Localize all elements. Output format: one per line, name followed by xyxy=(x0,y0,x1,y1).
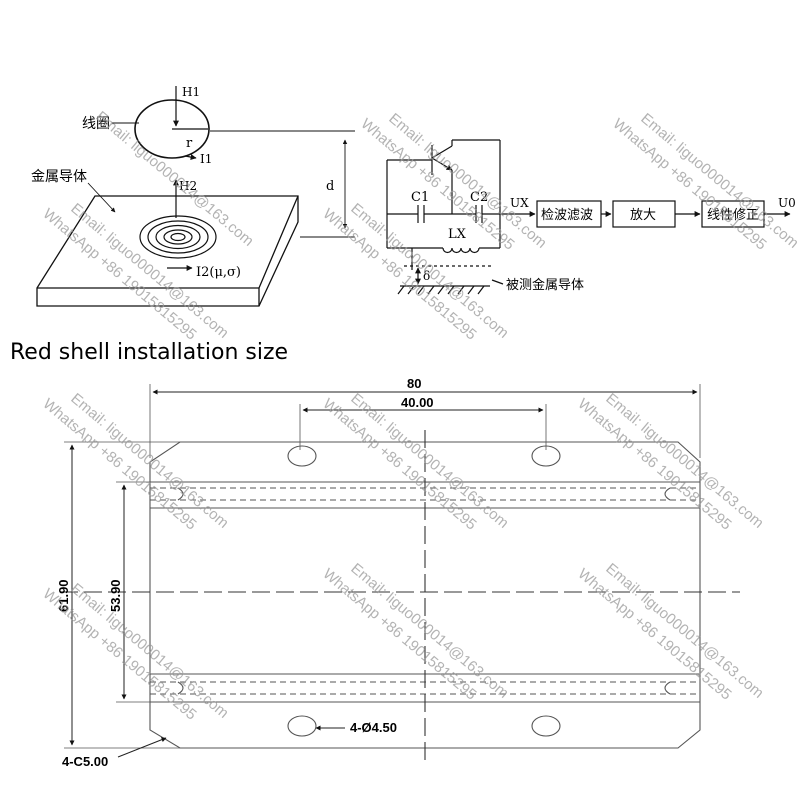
mounting-hole xyxy=(287,445,317,467)
target-conductor-label: 被测金属导体 xyxy=(506,277,584,293)
gap-delta-label: δ xyxy=(423,269,430,283)
watermark-email: Email: liguo000014@163.com xyxy=(385,110,549,252)
circuit-labels: C1 C2 LX UX δ 被测金属导体 检波滤波 放大 线性修正 U0 xyxy=(411,190,796,293)
output-u0-label: U0 xyxy=(778,196,796,210)
watermark-whatsapp: WhatsApp +86 19015815295 xyxy=(39,395,199,533)
shell-outline xyxy=(149,441,701,749)
dim-holes: 4-Ø4.50 xyxy=(350,720,397,735)
watermark-whatsapp: WhatsApp +86 19015815295 xyxy=(574,565,734,703)
conductor-label: 金属导体 xyxy=(31,169,87,185)
inductor-lx-label: LX xyxy=(448,227,467,242)
radius-label: r xyxy=(186,136,193,151)
watermark-email: Email: liguo000014@163.com xyxy=(602,560,766,702)
block-label-amplifier: 放大 xyxy=(630,208,656,223)
block-label-detection-filter: 检波滤波 xyxy=(541,208,593,223)
watermark-email: Email: liguo000014@163.com xyxy=(347,390,511,532)
watermark-whatsapp: WhatsApp +86 19015815295 xyxy=(609,115,769,253)
field-h1-label: H1 xyxy=(182,85,200,99)
field-h2-label: H2 xyxy=(179,179,197,193)
eddy-current-rings xyxy=(139,215,217,259)
block-label-linearization: 线性修正 xyxy=(707,208,759,223)
dim-chamfers: 4-C5.00 xyxy=(62,754,108,769)
current-i1-label: I1 xyxy=(200,152,212,166)
watermark-email: Email: liguo000014@163.com xyxy=(602,390,766,532)
watermark-email: Email: liguo000014@163.com xyxy=(637,110,800,252)
capacitor-c2-label: C2 xyxy=(470,190,488,205)
mounting-hole xyxy=(531,445,561,467)
installation-size-heading: Red shell installation size xyxy=(10,340,289,365)
current-i2-label: I2(μ,σ) xyxy=(196,265,241,280)
watermark-whatsapp: WhatsApp +86 19015815295 xyxy=(319,395,479,533)
metal-conductor-plate xyxy=(36,195,299,307)
dim-hole-spacing: 40.00 xyxy=(401,395,434,410)
dim-overall-width: 80 xyxy=(407,376,421,391)
capacitor-c1-label: C1 xyxy=(411,190,429,205)
dim-slot-spacing: 53.90 xyxy=(108,579,123,612)
mounting-hole xyxy=(287,715,317,737)
installation-drawing xyxy=(60,384,740,760)
output-ux-label: UX xyxy=(510,196,529,210)
mounting-hole xyxy=(531,715,561,737)
distance-d-label: d xyxy=(326,179,334,194)
measurement-circuit-diagram xyxy=(386,139,791,295)
eddy-current-principle-diagram: 线圈 金属导体 H1 H2 r I1 I2(μ,σ) d xyxy=(31,85,355,307)
watermark-whatsapp: WhatsApp +86 19015815295 xyxy=(319,565,479,703)
dimension-labels: 80 40.00 61.90 53.90 4-Ø4.50 4-C5.00 xyxy=(56,376,434,769)
watermark-email: Email: liguo000014@163.com xyxy=(347,560,511,702)
inductor-coil xyxy=(442,247,480,254)
coil-loop xyxy=(134,99,210,159)
coil-label: 线圈 xyxy=(82,116,110,132)
watermark-whatsapp: WhatsApp +86 19015815295 xyxy=(574,395,734,533)
dim-overall-height: 61.90 xyxy=(56,579,71,612)
